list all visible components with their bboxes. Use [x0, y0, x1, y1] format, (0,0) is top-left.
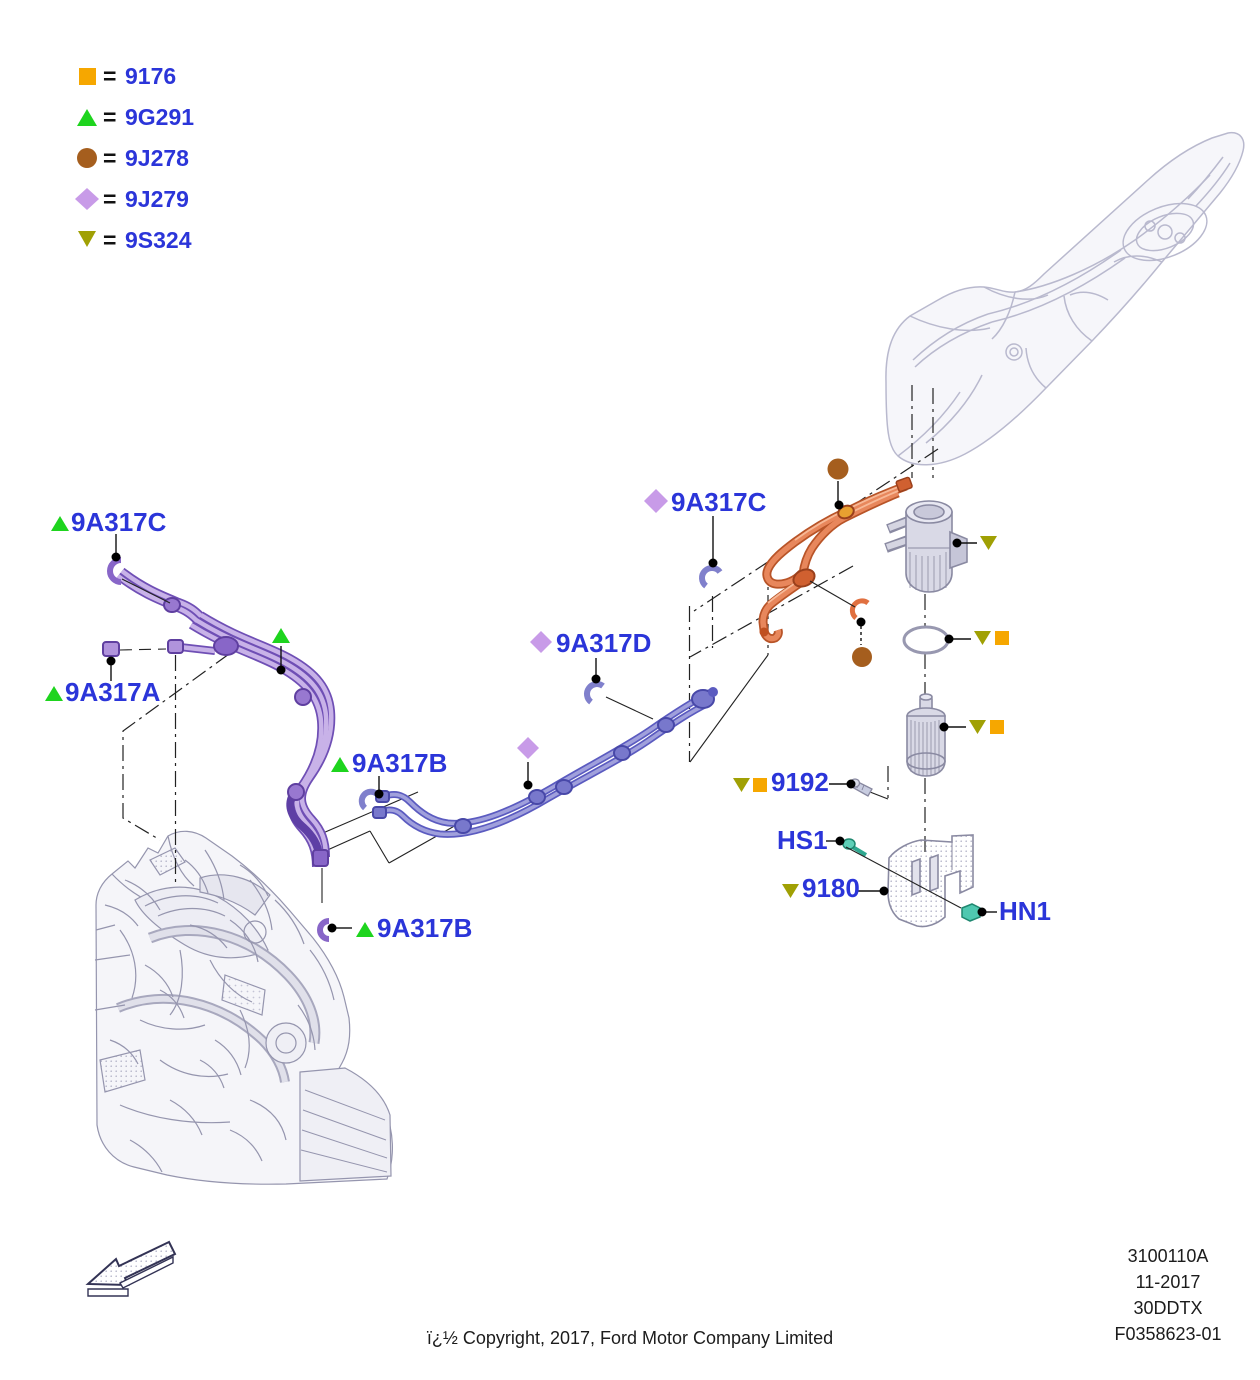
- olive-triangle-icon: [974, 631, 991, 645]
- callouts: 9A317C 9A317A 9A317B 9A317B 9A317D 9A317…: [45, 458, 1051, 943]
- mid-fuel-tube-pair: [358, 565, 723, 838]
- svg-text:=: =: [103, 186, 116, 212]
- equals-sign: =: [103, 63, 116, 89]
- olive-triangle-icon: [782, 884, 799, 898]
- doc-number: 3100110A: [1128, 1246, 1209, 1266]
- olive-triangle-icon: [980, 536, 997, 550]
- orange-fuel-tubes: [758, 476, 913, 644]
- legend: = 9176 = 9G291 = 9J278 = 9J279 = 9S324: [75, 63, 194, 253]
- filter-element: [906, 693, 946, 777]
- svg-text:=: =: [103, 104, 116, 130]
- green-triangle-icon: [77, 109, 97, 126]
- svg-text:=: =: [103, 145, 116, 171]
- legend-label-9j278: 9J278: [125, 145, 189, 171]
- label-9a317a: 9A317A: [65, 677, 161, 707]
- legend-label-9j279: 9J279: [125, 186, 189, 212]
- filter-o-ring: [902, 625, 950, 655]
- clip-orange: [849, 598, 870, 620]
- brown-circle-icon: [827, 458, 849, 480]
- violet-diamond-icon: [517, 737, 539, 759]
- green-triangle-icon: [272, 628, 290, 643]
- orange-square-icon: [995, 631, 1009, 645]
- footer: ï¿½ Copyright, 2017, Ford Motor Company …: [85, 1240, 1222, 1348]
- violet-diamond-icon: [75, 188, 99, 210]
- clip-9a317c-mid: [699, 565, 723, 589]
- violet-diamond-icon: [530, 631, 552, 653]
- label-9a317b-bottom: 9A317B: [377, 913, 472, 943]
- green-triangle-icon: [331, 757, 349, 772]
- label-hn1: HN1: [999, 896, 1051, 926]
- screw-hs1: [842, 838, 868, 857]
- label-9180: 9180: [802, 873, 860, 903]
- green-triangle-icon: [45, 686, 63, 701]
- leader-lines: [106, 481, 997, 933]
- label-9a317c-mid: 9A317C: [671, 487, 767, 517]
- olive-triangle-icon: [78, 231, 96, 247]
- engine-illustration: [94, 830, 393, 1185]
- filter-bracket: [887, 834, 974, 928]
- orange-square-icon: [753, 778, 767, 792]
- violet-diamond-icon: [644, 489, 668, 513]
- legend-label-9s324: 9S324: [125, 227, 192, 253]
- label-9a317b-mid: 9A317B: [352, 748, 447, 778]
- legend-label-9g291: 9G291: [125, 104, 194, 130]
- filter-cap: [884, 500, 968, 593]
- label-9a317d: 9A317D: [556, 628, 651, 658]
- direction-arrow-icon: [85, 1240, 177, 1297]
- clip-9a317b-bottom: [317, 918, 330, 942]
- label-9a317c-left: 9A317C: [71, 507, 167, 537]
- orange-square-icon: [79, 68, 96, 85]
- green-triangle-icon: [51, 516, 69, 531]
- fuel-tank-illustration: [885, 131, 1245, 466]
- clip-9a317b-mid: [358, 788, 379, 811]
- olive-triangle-icon: [969, 720, 986, 734]
- clip-9a317d: [584, 681, 605, 705]
- label-9192: 9192: [771, 767, 829, 797]
- svg-text:=: =: [103, 227, 116, 253]
- label-hs1: HS1: [777, 825, 828, 855]
- brown-circle-icon: [77, 148, 97, 168]
- doc-date: 11-2017: [1136, 1272, 1201, 1292]
- green-triangle-icon: [356, 922, 374, 937]
- legend-label-9176: 9176: [125, 63, 176, 89]
- doc-code: 30DDTX: [1133, 1298, 1202, 1318]
- orange-square-icon: [990, 720, 1004, 734]
- brown-circle-icon: [852, 647, 872, 667]
- nut-hn1: [961, 903, 981, 922]
- fuel-filter-assembly: [842, 500, 981, 928]
- olive-triangle-icon: [733, 778, 750, 792]
- copyright-text: ï¿½ Copyright, 2017, Ford Motor Company …: [427, 1328, 833, 1348]
- figure-number: F0358623-01: [1114, 1324, 1221, 1344]
- fitting-9a317a: [102, 639, 184, 657]
